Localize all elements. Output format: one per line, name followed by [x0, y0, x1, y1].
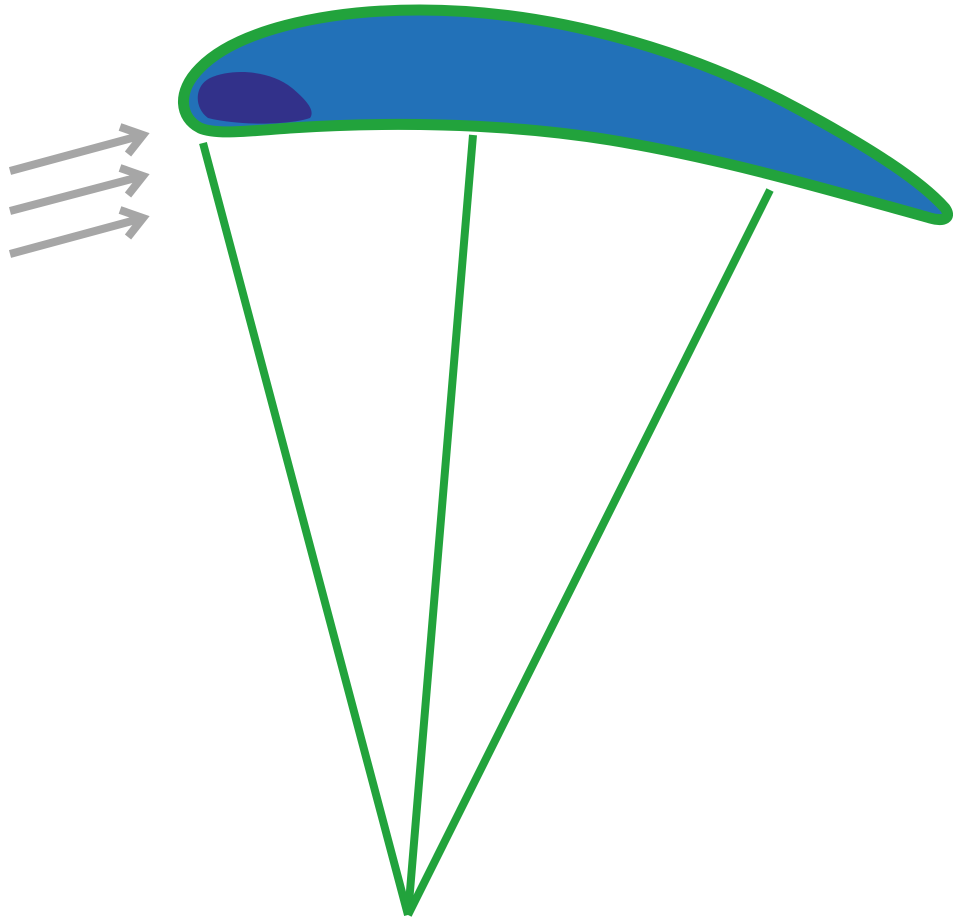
suspension-line-front — [203, 143, 408, 915]
airflow-arrow-3 — [10, 210, 143, 254]
suspension-lines — [203, 135, 770, 915]
airflow-arrow-1 — [10, 127, 143, 171]
airflow-arrow-2 — [10, 168, 143, 211]
airflow-arrows — [10, 127, 143, 254]
